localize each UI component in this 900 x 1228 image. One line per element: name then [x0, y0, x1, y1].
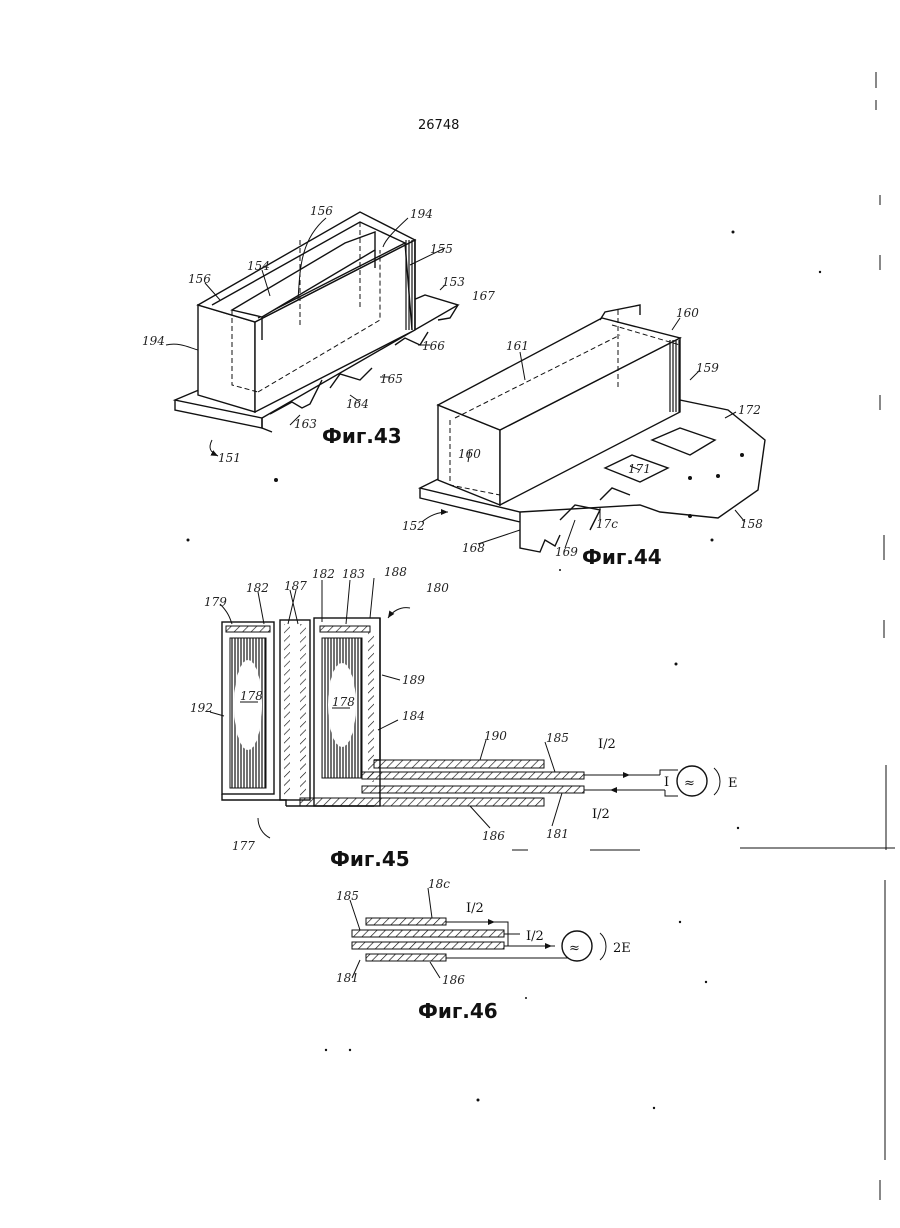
- fig45-ref-178a: 178: [240, 689, 263, 703]
- fig44-ref-160b: 160: [458, 447, 481, 461]
- fig44-ref-17c: 17c: [596, 517, 618, 531]
- fig45-emf: E: [728, 776, 738, 791]
- figure-44: 160 161 159 172 160 171 158 17c 169 168 …: [402, 305, 765, 569]
- fig44-ref-172: 172: [738, 403, 761, 417]
- fig45-ref-187: 187: [284, 579, 307, 593]
- fig45-ref-180: 180: [426, 581, 449, 595]
- fig46-caption: Фиг.46: [418, 999, 498, 1023]
- figure-46: ≈ 2E I/2 I/2 185 18c 181 186 Фиг.46: [336, 877, 631, 1023]
- fig43-ref-194b: 194: [410, 207, 433, 221]
- fig44-ref-168: 168: [462, 541, 485, 555]
- fig44-ref-169: 169: [555, 545, 578, 559]
- fig45-source-symbol: ≈: [684, 776, 695, 791]
- fig46-current-mid: I/2: [526, 929, 544, 944]
- fig45-ref-181: 181: [546, 827, 569, 841]
- fig43-ref-151: 151: [218, 451, 241, 465]
- fig45-current-bottom: I/2: [592, 807, 610, 822]
- fig45-caption: Фиг.45: [330, 847, 410, 871]
- fig45-ref-182a: 182: [246, 581, 269, 595]
- fig43-ref-166: 166: [422, 339, 445, 353]
- fig44-ref-159: 159: [696, 361, 719, 375]
- fig46-emf: 2E: [613, 941, 631, 956]
- fig43-ref-153: 153: [442, 275, 465, 289]
- fig44-ref-161: 161: [506, 339, 529, 353]
- fig45-ref-178b: 178: [332, 695, 355, 709]
- fig43-ref-154: 154: [247, 259, 270, 273]
- fig44-ref-160a: 160: [676, 306, 699, 320]
- fig45-ref-192: 192: [190, 701, 213, 715]
- fig43-ref-163: 163: [294, 417, 317, 431]
- fig43-ref-156a: 156: [188, 272, 211, 286]
- page-number: 26748: [418, 118, 459, 133]
- fig45-ref-177: 177: [232, 839, 255, 853]
- fig44-ref-171: 171: [628, 462, 651, 476]
- fig45-ref-183: 183: [342, 567, 365, 581]
- fig43-ref-165: 165: [380, 372, 403, 386]
- fig45-ref-184: 184: [402, 709, 425, 723]
- fig46-ref-186: 186: [442, 973, 465, 987]
- fig43-caption: Фиг.43: [322, 424, 402, 448]
- fig46-ref-185: 185: [336, 889, 359, 903]
- fig46-current-top: I/2: [466, 901, 484, 916]
- fig45-ref-185: 185: [546, 731, 569, 745]
- fig43-ref-167: 167: [472, 289, 495, 303]
- fig44-caption: Фиг.44: [582, 545, 662, 569]
- fig45-ref-186: 186: [482, 829, 505, 843]
- fig43-ref-194a: 194: [142, 334, 165, 348]
- fig45-ref-182b: 182: [312, 567, 335, 581]
- scan-margin-marks: [740, 72, 895, 1200]
- fig45-ref-190: 190: [484, 729, 507, 743]
- fig43-ref-164: 164: [346, 397, 369, 411]
- fig44-ref-158: 158: [740, 517, 763, 531]
- figure-45: ≈ I E I/2 I/2 179 182 187 182 183 188 18…: [190, 565, 738, 871]
- fig45-ref-189: 189: [402, 673, 425, 687]
- fig44-ref-152: 152: [402, 519, 425, 533]
- fig45-current-I: I: [664, 775, 669, 790]
- fig43-ref-156b: 156: [310, 204, 333, 218]
- fig46-ref-18c: 18c: [428, 877, 450, 891]
- fig45-current-top: I/2: [598, 737, 616, 752]
- fig46-source-symbol: ≈: [569, 941, 580, 956]
- fig43-ref-155: 155: [430, 242, 453, 256]
- fig45-ref-179: 179: [204, 595, 227, 609]
- fig45-ref-188: 188: [384, 565, 407, 579]
- fig46-ref-181: 181: [336, 971, 359, 985]
